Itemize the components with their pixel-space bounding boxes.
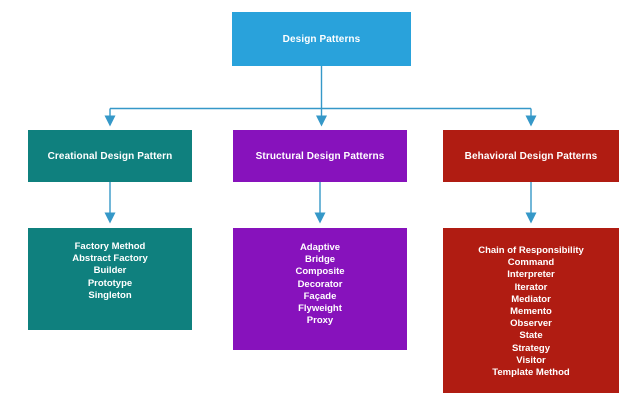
pattern-list-item: Façade: [303, 290, 337, 302]
pattern-list-item: Adaptive: [299, 242, 341, 253]
pattern-list-item: Command: [507, 257, 555, 269]
root-node-design-patterns: Design Patterns: [232, 12, 411, 66]
category-node-behavioral: Behavioral Design Patterns: [443, 130, 619, 182]
pattern-list-item: Template Method: [492, 367, 570, 379]
pattern-list-item: Prototype: [87, 277, 133, 289]
pattern-list-item: Visitor: [516, 354, 546, 366]
category-node-structural: Structural Design Patterns: [233, 130, 407, 182]
pattern-list-item: Chain of Responsibility: [478, 245, 584, 256]
pattern-list-item: Mediator: [511, 293, 551, 305]
pattern-list-item: Proxy: [306, 315, 334, 327]
pattern-list-item: Factory Method: [74, 241, 146, 252]
category-label-creational: Creational Design Pattern: [47, 150, 173, 162]
branch-to-list-connectors: [104, 182, 537, 224]
pattern-list-item: Interpreter: [507, 269, 555, 281]
pattern-list-item: Decorator: [297, 278, 343, 290]
pattern-list-item: Iterator: [514, 281, 548, 293]
category-node-creational: Creational Design Pattern: [28, 130, 192, 182]
pattern-list-item: State: [519, 330, 543, 342]
pattern-list-item: Bridge: [304, 254, 336, 266]
category-label-behavioral: Behavioral Design Patterns: [464, 150, 598, 162]
pattern-list-item: Abstract Factory: [72, 253, 148, 265]
category-label-structural: Structural Design Patterns: [255, 150, 385, 162]
root-node-label: Design Patterns: [282, 33, 361, 45]
pattern-list-item: Singleton: [88, 289, 132, 301]
pattern-list-item: Builder: [93, 265, 127, 277]
pattern-list-item: Flyweight: [298, 303, 342, 315]
pattern-list-item: Strategy: [511, 342, 550, 354]
pattern-list-item: Observer: [510, 318, 552, 330]
pattern-list-item: Composite: [295, 266, 345, 278]
pattern-list-item: Memento: [510, 306, 552, 318]
root-to-branches-connector: [104, 66, 537, 127]
